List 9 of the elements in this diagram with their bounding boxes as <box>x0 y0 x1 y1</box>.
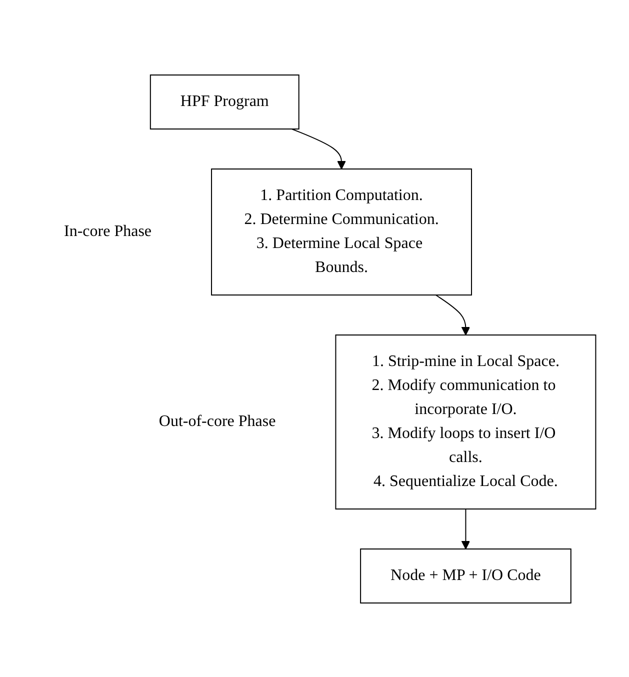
node-box: HPF Program <box>150 74 299 129</box>
arrow <box>434 294 470 335</box>
node-box: 1. Strip-mine in Local Space. 2. Modify communication to incorporate I/O. 3. Modify loops to insert I/O calls. 4. Sequentialize Local Code. <box>334 334 596 509</box>
node-label: In-core Phase <box>64 222 152 240</box>
node-label: Out-of-core Phase <box>158 412 276 430</box>
node-box: Node + MP + I/O Code <box>360 548 572 603</box>
node-box: 1. Partition Computation. 2. Determine Communication. 3. Determine Local Space Bounds. <box>210 168 472 295</box>
arrow <box>290 128 346 169</box>
arrow <box>460 508 470 549</box>
